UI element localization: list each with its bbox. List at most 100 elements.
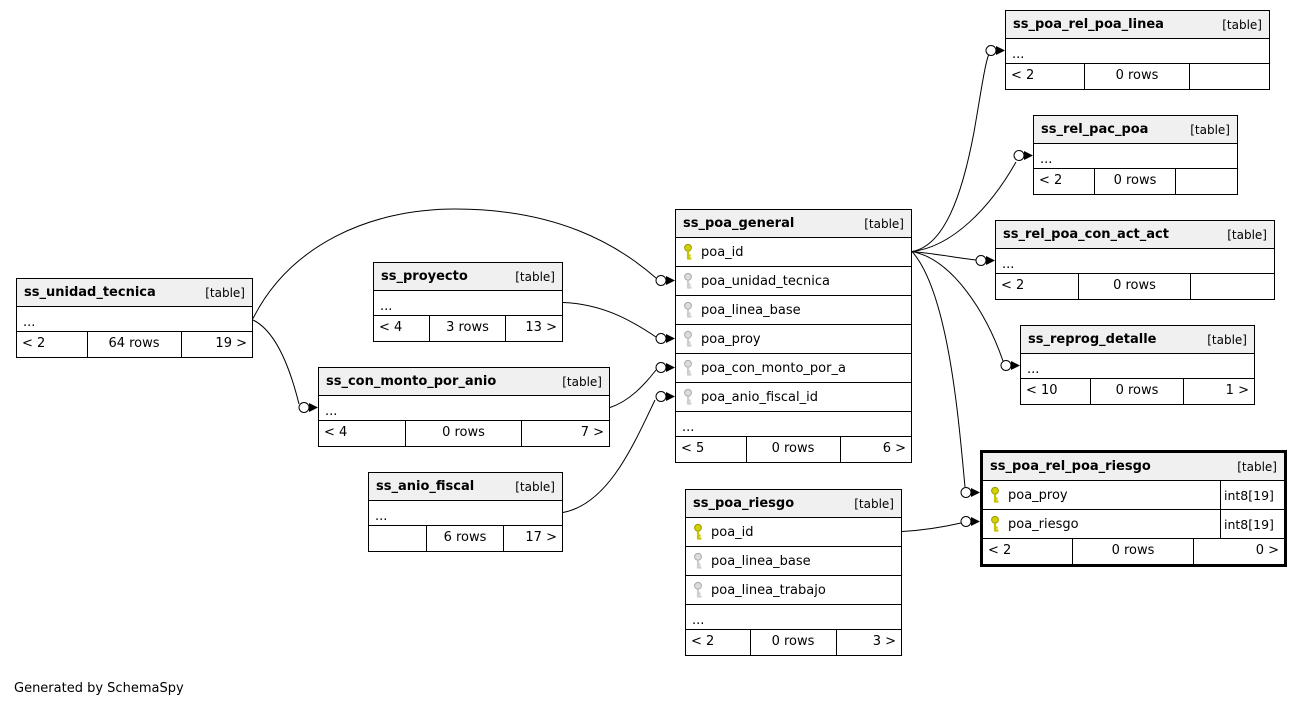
columns-ellipsis: ... <box>369 501 562 526</box>
table-header[interactable]: ss_unidad_tecnica [table] <box>17 279 252 307</box>
columns-ellipsis: ... <box>676 412 911 437</box>
edge-ss_unidad_tecnica-to-ss_poa_general <box>252 208 675 319</box>
table-header[interactable]: ss_poa_rel_poa_riesgo [table] <box>983 453 1284 481</box>
foreign-key-icon <box>684 301 692 318</box>
table-header[interactable]: ss_reprog_detalle [table] <box>1021 326 1254 354</box>
footer-row-count: 0 rows <box>1079 274 1191 299</box>
table-ss_reprog_detalle[interactable]: ss_reprog_detalle [table] ... < 10 0 row… <box>1020 325 1255 405</box>
footer-hidden-children <box>1190 64 1269 89</box>
footer-hidden-parents: < 2 <box>996 274 1080 299</box>
generated-by-credit: Generated by SchemaSpy <box>14 681 184 696</box>
table-ss_unidad_tecnica[interactable]: ss_unidad_tecnica [table] ... < 2 64 row… <box>16 278 253 358</box>
column-name: poa_proy <box>1008 487 1068 503</box>
column-row-poa_anio_fiscal_id: poa_anio_fiscal_id <box>676 383 911 412</box>
table-header[interactable]: ss_rel_poa_con_act_act [table] <box>996 221 1274 249</box>
column-name: poa_riesgo <box>1008 516 1079 532</box>
table-footer: < 2 0 rows 3 > <box>686 630 901 655</box>
footer-hidden-parents: < 2 <box>1006 64 1085 89</box>
column-row-poa_riesgo: poa_riesgo int8[19] <box>983 510 1284 539</box>
table-ss_anio_fiscal[interactable]: ss_anio_fiscal [table] ... 6 rows 17 > <box>368 472 563 552</box>
table-name[interactable]: ss_poa_rel_poa_riesgo <box>990 459 1151 474</box>
table-ss_rel_pac_poa[interactable]: ss_rel_pac_poa [table] ... < 2 0 rows <box>1033 115 1238 195</box>
table-name[interactable]: ss_poa_riesgo <box>693 496 795 511</box>
column-name: poa_anio_fiscal_id <box>701 389 818 405</box>
footer-hidden-children: 17 > <box>525 530 557 545</box>
footer-hidden-parents: < 2 <box>983 539 1074 564</box>
table-name[interactable]: ss_unidad_tecnica <box>24 285 156 300</box>
edge-ss_poa_riesgo-to-ss_poa_rel_poa_riesgo <box>901 516 980 532</box>
table-footer: < 10 0 rows 1 > <box>1021 379 1254 404</box>
table-footer: < 2 0 rows <box>1034 169 1237 194</box>
table-name[interactable]: ss_poa_rel_poa_linea <box>1013 17 1164 32</box>
table-name[interactable]: ss_poa_general <box>683 216 795 231</box>
columns-ellipsis: ... <box>1006 39 1269 64</box>
columns-ellipsis: ... <box>319 396 609 421</box>
table-header[interactable]: ss_anio_fiscal [table] <box>369 473 562 501</box>
table-ss_poa_rel_poa_linea[interactable]: ss_poa_rel_poa_linea [table] ... < 2 0 r… <box>1005 10 1270 90</box>
footer-hidden-children: 3 > <box>872 634 896 649</box>
column-name: poa_unidad_tecnica <box>701 273 830 289</box>
footer-row-count: 0 rows <box>1085 64 1191 89</box>
footer-hidden-parents <box>369 526 427 551</box>
edge-ss_proyecto-to-ss_poa_general <box>562 302 675 344</box>
table-type-tag: [table] <box>1222 17 1262 32</box>
table-ss_poa_general[interactable]: ss_poa_general [table] poa_id poa_unidad… <box>675 209 912 463</box>
table-name[interactable]: ss_proyecto <box>381 269 468 284</box>
table-ss_con_monto_por_anio[interactable]: ss_con_monto_por_anio [table] ... < 4 0 … <box>318 367 610 447</box>
table-type-tag: [table] <box>562 374 602 389</box>
footer-hidden-parents: < 2 <box>686 630 751 655</box>
table-type-tag: [table] <box>1237 459 1277 474</box>
columns-ellipsis: ... <box>1034 144 1237 169</box>
table-header[interactable]: ss_con_monto_por_anio [table] <box>319 368 609 396</box>
table-type-tag: [table] <box>864 216 904 231</box>
footer-hidden-parents: < 10 <box>1021 379 1091 404</box>
column-row-poa_linea_trabajo: poa_linea_trabajo <box>686 576 901 605</box>
footer-hidden-children: 0 > <box>1255 543 1279 558</box>
table-footer: < 2 0 rows <box>996 274 1274 299</box>
edge-ss_unidad_tecnica-to-ss_con_monto_por_anio <box>252 319 318 413</box>
table-header[interactable]: ss_poa_rel_poa_linea [table] <box>1006 11 1269 39</box>
table-type-tag: [table] <box>1227 227 1267 242</box>
column-type: int8[19] <box>1220 510 1284 538</box>
primary-key-icon <box>991 486 999 503</box>
primary-key-icon <box>991 515 999 532</box>
table-name[interactable]: ss_con_monto_por_anio <box>326 374 497 389</box>
table-ss_proyecto[interactable]: ss_proyecto [table] ... < 4 3 rows 13 > <box>373 262 563 342</box>
edge-ss_poa_general-to-ss_poa_rel_poa_linea <box>911 45 1005 252</box>
table-name[interactable]: ss_rel_poa_con_act_act <box>1003 227 1169 242</box>
table-footer: < 2 0 rows 0 > <box>983 539 1284 564</box>
table-header[interactable]: ss_poa_riesgo [table] <box>686 490 901 518</box>
edge-ss_anio_fiscal-to-ss_poa_general <box>562 391 675 513</box>
table-type-tag: [table] <box>205 285 245 300</box>
table-header[interactable]: ss_poa_general [table] <box>676 210 911 238</box>
footer-row-count: 0 rows <box>751 630 837 655</box>
footer-row-count: 3 rows <box>430 316 506 341</box>
columns-ellipsis: ... <box>1021 354 1254 379</box>
footer-hidden-children: 7 > <box>580 425 604 440</box>
column-row-poa_id: poa_id <box>686 518 901 547</box>
column-name: poa_linea_base <box>711 553 811 569</box>
table-footer: < 5 0 rows 6 > <box>676 437 911 462</box>
column-name: poa_con_monto_por_a <box>701 360 846 376</box>
primary-key-icon <box>694 523 702 540</box>
table-ss_rel_poa_con_act_act[interactable]: ss_rel_poa_con_act_act [table] ... < 2 0… <box>995 220 1275 300</box>
table-header[interactable]: ss_proyecto [table] <box>374 263 562 291</box>
foreign-key-icon <box>684 330 692 347</box>
footer-hidden-parents: < 2 <box>17 332 88 357</box>
column-row-poa_proy: poa_proy <box>676 325 911 354</box>
table-name[interactable]: ss_reprog_detalle <box>1028 332 1157 347</box>
table-ss_poa_rel_poa_riesgo[interactable]: ss_poa_rel_poa_riesgo [table] poa_proy i… <box>980 450 1287 567</box>
column-row-poa_id: poa_id <box>676 238 911 267</box>
table-type-tag: [table] <box>515 479 555 494</box>
column-name: poa_linea_trabajo <box>711 582 826 598</box>
table-header[interactable]: ss_rel_pac_poa [table] <box>1034 116 1237 144</box>
table-ss_poa_riesgo[interactable]: ss_poa_riesgo [table] poa_id poa_linea_b… <box>685 489 902 656</box>
table-footer: 6 rows 17 > <box>369 526 562 551</box>
footer-hidden-children: 13 > <box>525 320 557 335</box>
column-name: poa_proy <box>701 331 761 347</box>
table-name[interactable]: ss_anio_fiscal <box>376 479 475 494</box>
table-name[interactable]: ss_rel_pac_poa <box>1041 122 1149 137</box>
column-row-poa_proy: poa_proy int8[19] <box>983 481 1284 510</box>
